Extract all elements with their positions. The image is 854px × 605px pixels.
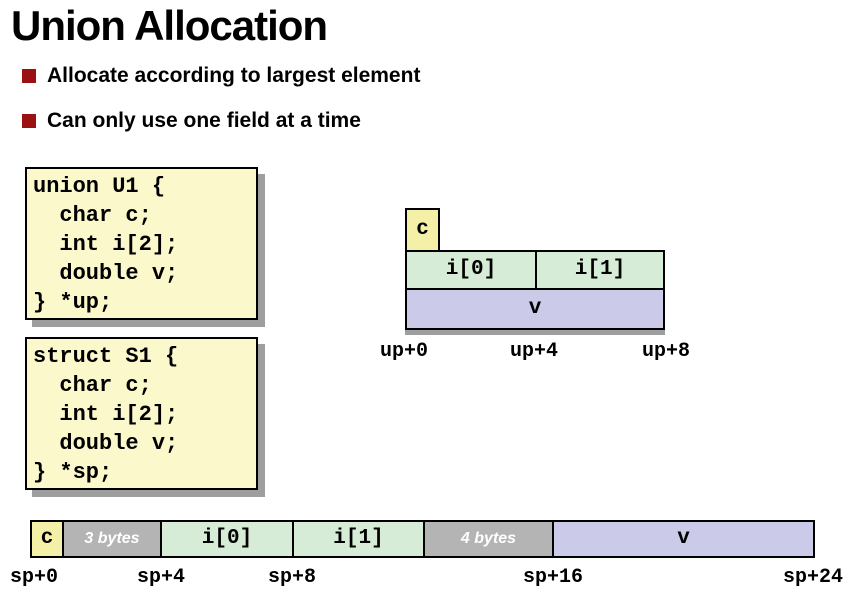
offset-label-up0: up+0 — [379, 340, 429, 363]
union-cell-v: v — [405, 288, 665, 330]
offset-label-up8: up+8 — [641, 340, 691, 363]
offset-label-sp0: sp+0 — [9, 566, 59, 589]
offset-label-sp16: sp+16 — [522, 566, 584, 589]
bullet-text-1: Allocate according to largest element — [47, 64, 421, 87]
bullet-square-icon — [22, 69, 36, 83]
union-cell-i0: i[0] — [405, 250, 537, 290]
struct-cell-i0: i[0] — [160, 520, 294, 558]
bullet-item-2: Can only use one field at a time — [22, 109, 361, 133]
struct-cell-i1: i[1] — [292, 520, 425, 558]
struct-cell-padding-3bytes: 3 bytes — [62, 520, 162, 558]
offset-label-up4: up+4 — [509, 340, 559, 363]
struct-code-box: struct S1 { char c; int i[2]; double v; … — [25, 337, 258, 490]
offset-label-sp24: sp+24 — [782, 566, 844, 589]
bullet-square-icon — [22, 114, 36, 128]
union-cell-c: c — [405, 208, 440, 252]
bullet-text-2: Can only use one field at a time — [47, 109, 361, 132]
struct-cell-padding-4bytes: 4 bytes — [423, 520, 554, 558]
page-title: Union Allocation — [11, 2, 328, 49]
struct-cell-c: c — [30, 520, 64, 558]
bullet-item-1: Allocate according to largest element — [22, 64, 420, 88]
struct-memory-row: c 3 bytes i[0] i[1] 4 bytes v — [30, 520, 815, 558]
union-cell-i1: i[1] — [535, 250, 665, 290]
struct-cell-v: v — [552, 520, 815, 558]
offset-label-sp4: sp+4 — [136, 566, 186, 589]
union-code-box: union U1 { char c; int i[2]; double v; }… — [25, 167, 258, 320]
offset-label-sp8: sp+8 — [267, 566, 317, 589]
